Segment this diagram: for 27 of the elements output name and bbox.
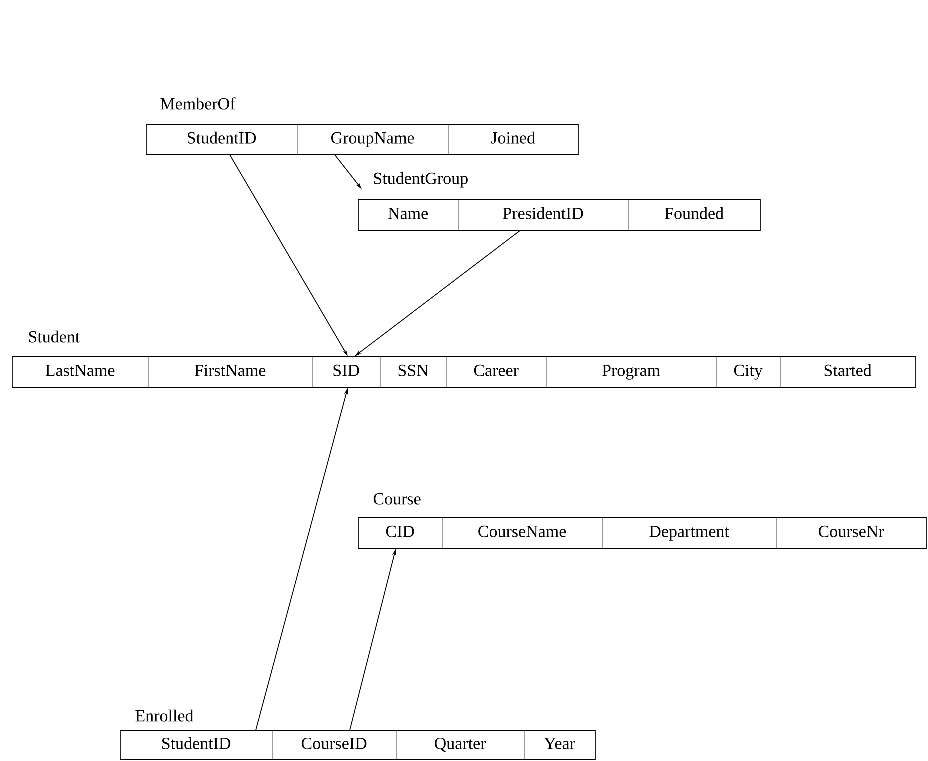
- attribute-cell: Career: [446, 356, 547, 388]
- attribute-cell: Joined: [448, 124, 579, 155]
- attribute-cell: CourseName: [442, 517, 603, 549]
- attribute-cell: CourseID: [272, 730, 397, 760]
- attribute-cell: StudentID: [120, 730, 273, 760]
- attribute-cell: SSN: [380, 356, 447, 388]
- node-label: Student: [29, 330, 80, 343]
- attribute-cell: GroupName: [297, 124, 449, 155]
- attribute-cell: City: [716, 356, 781, 388]
- attribute-cell: SID: [312, 356, 381, 388]
- attribute-cell: Quarter: [396, 730, 525, 760]
- attribute-cell: CourseNr: [776, 517, 927, 549]
- attribute-cell: Name: [358, 199, 459, 231]
- node-label: MemberOf: [160, 98, 236, 110]
- attribute-cell: StudentID: [146, 124, 298, 155]
- node-label: StudentGroup: [374, 172, 468, 188]
- node-label: Enrolled: [136, 710, 194, 722]
- attribute-cell: Started: [780, 356, 916, 388]
- attribute-cell: Program: [546, 356, 717, 388]
- attribute-cell: FirstName: [148, 356, 313, 388]
- attribute-cell: Founded: [628, 199, 761, 231]
- attribute-cell: CID: [358, 517, 443, 549]
- attribute-cell: PresidentID: [458, 199, 629, 231]
- attribute-cell: LastName: [12, 356, 149, 388]
- attribute-cell: Year: [524, 730, 596, 760]
- node-label: Course: [374, 493, 421, 505]
- attribute-cell: Department: [602, 517, 777, 549]
